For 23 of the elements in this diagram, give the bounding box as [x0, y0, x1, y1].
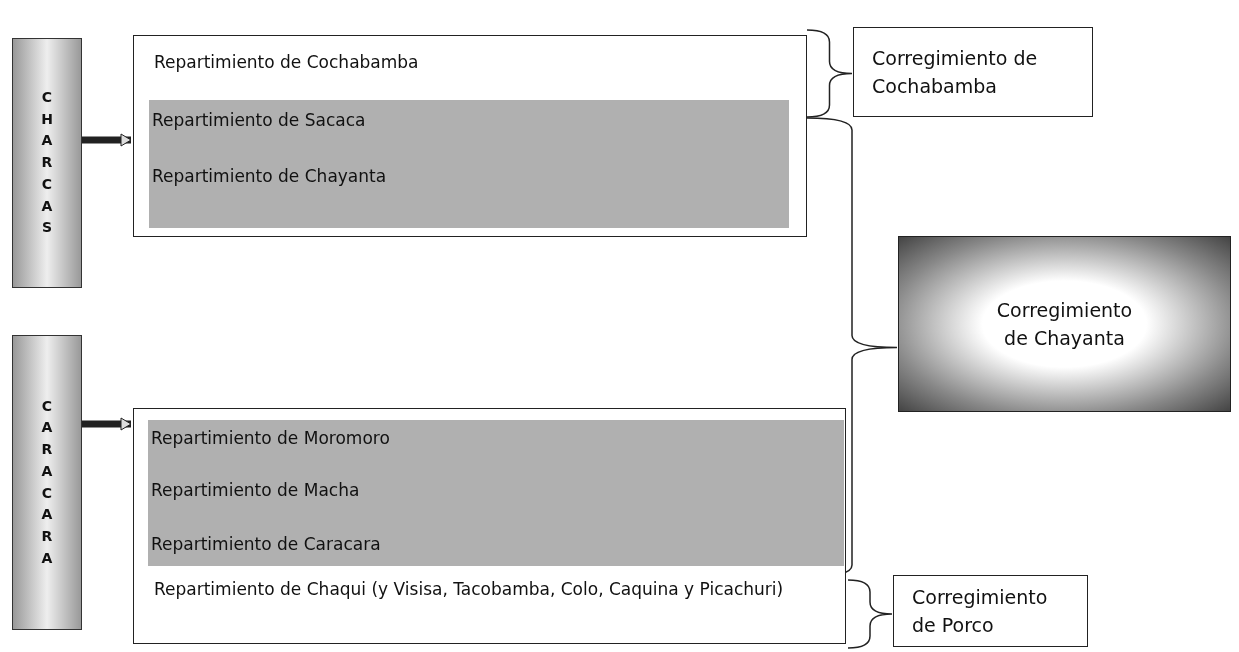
corregimiento-label: Corregimiento de Chayanta: [995, 297, 1134, 351]
repartimiento-label: Repartimiento de Chayanta: [152, 164, 752, 190]
arrow: [82, 133, 132, 147]
repartimiento-label: Repartimiento de Moromoro: [151, 426, 751, 452]
corregimiento-box: [898, 236, 1231, 412]
corregimiento-box: [853, 27, 1093, 117]
repartimiento-label: Repartimiento de Cochabamba: [154, 50, 754, 76]
repartimiento-label: Repartimiento de Sacaca: [152, 108, 752, 134]
shaded-band: [149, 100, 789, 228]
repartimiento-label: Repartimiento de Chaqui (y Visisa, Tacobamba, Colo, Caquina y Picachuri): [154, 577, 804, 603]
repartimiento-group-box: [133, 408, 846, 644]
repartimiento-label: Repartimiento de Caracara: [151, 532, 751, 558]
vertical-label: CHARCAS: [41, 88, 53, 238]
corregimiento-box: [893, 575, 1088, 647]
repartimiento-group-box: [133, 35, 807, 237]
vertical-label: CARACARA: [41, 396, 53, 568]
arrow: [82, 417, 132, 431]
vertical-label-bar: [12, 335, 82, 630]
corregimiento-label: Corregimiento de Cochabamba: [872, 45, 1039, 99]
vertical-label-bar: [12, 38, 82, 288]
repartimiento-label: Repartimiento de Macha: [151, 478, 751, 504]
shaded-band: [148, 420, 844, 566]
corregimiento-label: Corregimiento de Porco: [912, 584, 1049, 638]
